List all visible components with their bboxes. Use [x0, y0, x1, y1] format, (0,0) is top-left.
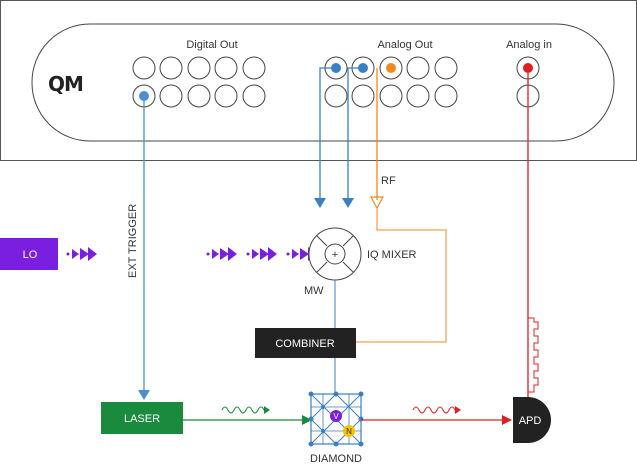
iq-mixer-cross: [342, 261, 354, 273]
analog-port: [406, 84, 430, 108]
fluorescence-wave: [412, 406, 456, 414]
iq-mixer-cross: [316, 261, 328, 273]
rf-to-combiner-line: [356, 208, 447, 343]
analog-q-line: [347, 67, 358, 202]
analog-port: [434, 84, 458, 108]
apd-label: APD: [519, 415, 542, 427]
qm-logo: QM: [48, 72, 83, 96]
digital-out-ports: [132, 56, 266, 108]
mw-label: MW: [304, 285, 324, 297]
apd-pulse-signal: [528, 317, 539, 393]
fluorescence-arrow: [502, 415, 512, 425]
laser-label: LASER: [124, 413, 160, 425]
controller-panel: [31, 23, 615, 142]
digital-port: [242, 84, 266, 108]
laser-wave-arrow: [264, 406, 270, 414]
analog-port: [351, 84, 375, 108]
digital-port: [187, 56, 211, 80]
combiner-label: COMBINER: [275, 338, 334, 350]
iq-mixer-cross: [316, 235, 328, 247]
analog-i-line: [319, 67, 331, 202]
combiner-box: [255, 328, 356, 358]
fluorescence-wave-arrow: [455, 406, 461, 414]
lo-signal-arrows: [66, 247, 317, 261]
rf-port-dot: [386, 63, 396, 73]
diamond-label: DIAMOND: [310, 453, 362, 465]
digital-port: [242, 56, 266, 80]
analog-port: [434, 56, 458, 80]
analog-port: [406, 56, 430, 80]
apd-detector: [513, 397, 551, 443]
digital-port: [187, 84, 211, 108]
iq-mixer-inner: [324, 243, 346, 265]
analog-port: [324, 84, 348, 108]
analog-port: [379, 84, 403, 108]
iq-mixer-label: IQ MIXER: [367, 249, 417, 261]
analog-i-arrow: [314, 198, 326, 208]
digital-port: [159, 56, 183, 80]
analog-q-arrow: [342, 198, 354, 208]
diamond-vacancy-label: V: [333, 412, 339, 421]
iq-mixer-cross: [342, 235, 354, 247]
diamond-crystal: [308, 391, 364, 447]
digital-port: [214, 56, 238, 80]
laser-arrow: [302, 415, 312, 425]
laser-box: [101, 402, 183, 434]
ext-trigger-arrow: [138, 390, 150, 400]
ext-trigger-label: EXT TRIGGER: [127, 204, 139, 278]
analog-in-label: Analog in: [506, 39, 552, 51]
diamond-nitrogen: [343, 425, 355, 437]
laser-wave: [221, 406, 265, 414]
rf-arrow: [369, 196, 385, 210]
digital-port: [159, 84, 183, 108]
rf-label: RF: [381, 175, 396, 187]
diamond-nitrogen-label: N: [346, 427, 352, 436]
digital-port: [214, 84, 238, 108]
analog-out-label: Analog Out: [377, 39, 432, 51]
lo-box: [0, 238, 58, 270]
diamond-vacancy: [330, 410, 342, 422]
analog-port-dot: [358, 63, 368, 73]
iq-mixer-symbol: +: [332, 249, 338, 261]
analog-port-dot: [331, 63, 341, 73]
digital-out-label: Digital Out: [186, 39, 237, 51]
analog-out-ports: [324, 56, 458, 108]
lo-label: LO: [23, 249, 38, 261]
digital-port: [132, 56, 156, 80]
